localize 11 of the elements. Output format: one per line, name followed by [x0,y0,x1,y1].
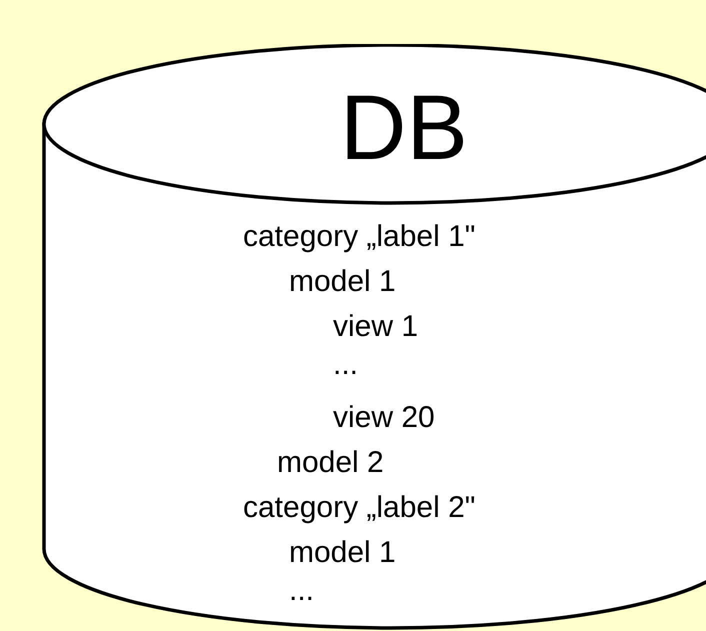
list-item: model 1 [289,267,396,297]
database-cylinder [42,44,706,631]
list-item: model 2 [277,448,384,478]
list-item: model 1 [289,538,396,568]
list-item: category „label 1" [243,222,476,252]
list-item: ... [333,350,358,380]
list-item: view 20 [333,403,435,433]
database-title: DB [340,82,468,174]
list-item: view 1 [333,312,418,342]
list-item: category „label 2" [243,493,476,523]
list-item: ... [289,576,314,606]
